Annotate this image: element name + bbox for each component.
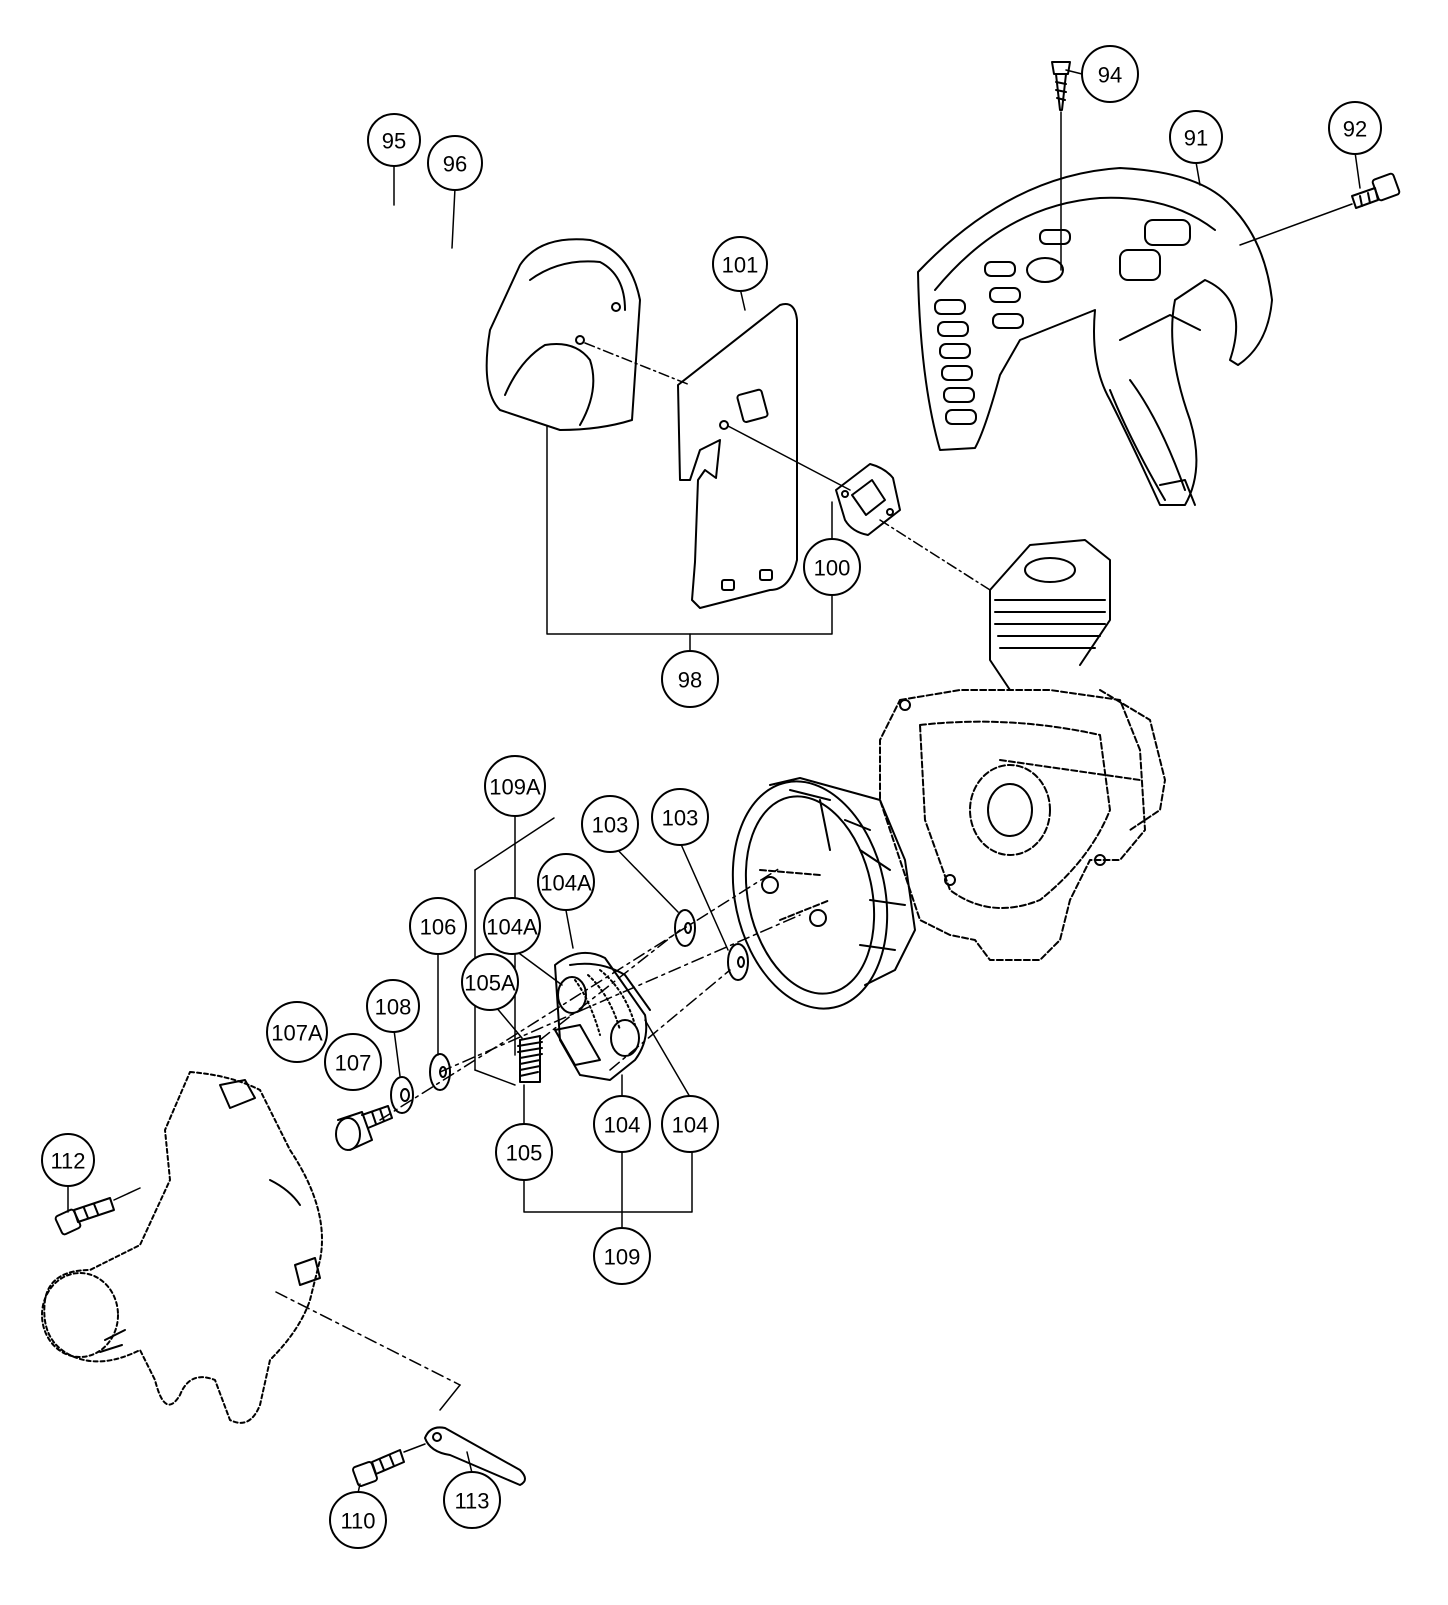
callout-98: 98: [678, 668, 702, 693]
engine-block-drawing: [879, 539, 1166, 961]
callout-104-right: 104: [672, 1113, 709, 1138]
callout-109: 109: [604, 1245, 641, 1270]
clutch-housing-drawing: [41, 1071, 323, 1424]
callout-106: 106: [420, 915, 457, 940]
callout-91: 91: [1184, 126, 1208, 151]
callout-92: 92: [1343, 117, 1367, 142]
callout-104a-upper: 104A: [540, 871, 592, 896]
screw-94-drawing: [1051, 61, 1071, 271]
callout-113: 113: [454, 1489, 489, 1514]
callout-109a: 109A: [489, 775, 541, 800]
callout-107a: 107A: [271, 1021, 323, 1046]
callout-103-right: 103: [662, 806, 699, 831]
gasket-drawing: [835, 463, 991, 591]
callout-103-left: 103: [592, 813, 629, 838]
callout-105: 105: [506, 1141, 543, 1166]
callout-100: 100: [814, 556, 851, 581]
screw-110-drawing: [352, 1443, 426, 1487]
callout-105a: 105A: [464, 971, 516, 996]
screw-112-drawing: [54, 1187, 141, 1236]
callout-107: 107: [335, 1051, 372, 1076]
muffler-drawing: [485, 238, 691, 431]
leader-lines: [67, 69, 1361, 1494]
callout-110: 110: [340, 1509, 375, 1534]
flywheel-drawing: [731, 777, 916, 1010]
callout-96: 96: [443, 152, 467, 177]
heat-shield-drawing: [677, 303, 851, 609]
callout-112: 112: [50, 1149, 85, 1174]
callout-104-left: 104: [604, 1113, 641, 1138]
callout-108: 108: [375, 995, 412, 1020]
strap-drawing: [424, 1384, 526, 1486]
washer-108-drawing: [390, 1076, 414, 1114]
spring-drawing: [517, 1035, 543, 1083]
callout-101: 101: [722, 253, 759, 278]
callout-104a-lower: 104A: [486, 915, 538, 940]
screw-92-drawing: [1239, 172, 1401, 246]
callout-94: 94: [1098, 63, 1122, 88]
callout-95: 95: [382, 129, 406, 154]
bolt-107-drawing: [335, 1105, 393, 1151]
washer-103-lower-drawing: [727, 943, 749, 981]
engine-cover-drawing: [917, 167, 1273, 506]
